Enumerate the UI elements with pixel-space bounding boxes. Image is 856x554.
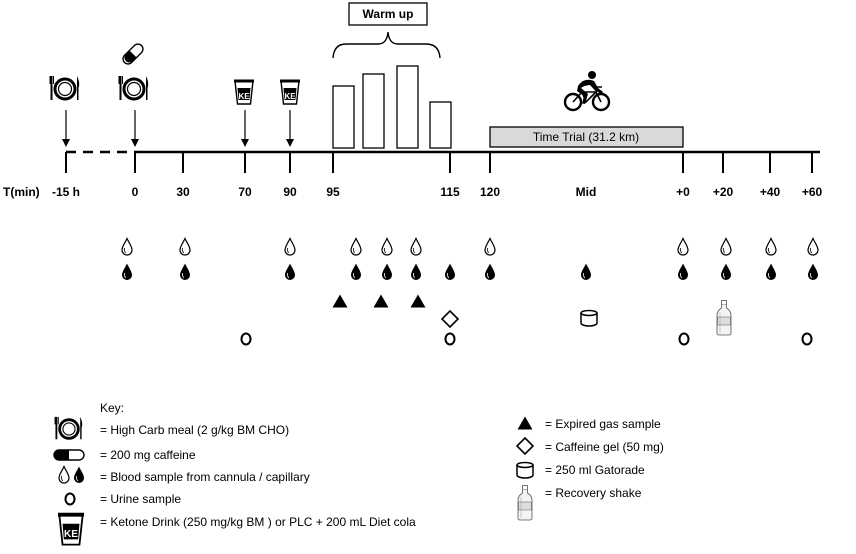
key-gel-text: = Caffeine gel (50 mg) [545,440,664,454]
circle-icon [678,332,690,346]
filled-drop-icon [284,263,296,281]
key-ketone-text: = Ketone Drink (250 mg/kg BM ) or PLC + … [100,515,416,529]
time-trial-label: Time Trial (31.2 km) [533,130,639,144]
cup-text: KE [64,529,78,540]
outline-drop-icon [284,237,296,256]
filled-drop-icon [720,263,732,281]
tick-label-plus-40: +40 [760,185,781,199]
filled-drop-icon [350,263,362,281]
outline-drop-icon [484,237,496,256]
time-trial-block: Time Trial (31.2 km) [489,69,684,148]
filled-drop-icon [73,466,85,484]
cup-text: KE [238,92,250,101]
triangle-icon [517,416,533,430]
warmup-block: Warm up [332,2,452,149]
filled-drop-icon [484,263,496,281]
key-caffeine-text: = 200 mg caffeine [100,448,196,462]
time-trial-bar [489,126,684,148]
tick-label-0: 0 [132,185,139,199]
warmup-brace [332,31,441,59]
diamond-icon [516,437,534,455]
warmup-bar [362,73,385,149]
tick-label-plus-0: +0 [676,185,690,199]
tick-label-mid: Mid [576,185,597,199]
filled-drop-icon [444,263,456,281]
key-urine-text: = Urine sample [100,492,181,506]
key-legend: Key: = High Carb meal (2 g/kg BM CHO) = … [53,401,664,546]
warmup-bar [396,65,419,149]
expired-gas-samples [332,294,426,308]
warmup-label: Warm up [363,7,414,21]
filled-drop-icon [677,263,689,281]
plate-icon [117,74,150,102]
plate-icon [53,415,84,441]
bottle-icon [517,485,533,521]
outline-drop-icon [677,237,689,256]
cyclist-icon [563,69,611,112]
filled-drop-icon [807,263,819,281]
filled-drop-icon [179,263,191,281]
ke-cup-icon: KE [233,78,255,105]
cup-text: KE [284,92,296,101]
top-events: KE KE [48,41,301,147]
circle-icon [801,332,813,346]
circle-icon [64,492,76,506]
axis-label: T(min) [3,185,40,199]
bottle-icon [716,300,732,336]
outline-drop-icon [765,237,777,256]
filled-drop-icon [121,263,133,281]
filled-drop-icon [580,263,592,281]
tick-label-95: 95 [326,185,340,199]
outline-drop-icon [350,237,362,256]
filled-drop-icon [765,263,777,281]
outline-drop-icon [807,237,819,256]
tick-label-70: 70 [238,185,252,199]
outline-drop-icon [179,237,191,256]
filled-drop-icon [381,263,393,281]
cylinder-icon [580,309,598,327]
tick-label-minus-15h: -15 h [52,185,80,199]
tick-label-30: 30 [176,185,190,199]
plate-icon [48,74,81,102]
capsule-icon [120,41,146,67]
outline-drop-icon [121,237,133,256]
key-meal-text: = High Carb meal (2 g/kg BM CHO) [100,423,289,437]
outline-drop-icon [58,465,70,484]
circle-icon [444,332,456,346]
circle-icon [240,332,252,346]
key-shake-text: = Recovery shake [545,486,642,500]
ke-cup-icon: KE [279,78,301,105]
capillary-blood-samples [121,263,819,281]
outline-drop-icon [720,237,732,256]
capsule-icon [53,449,85,461]
triangle-icon [373,294,389,308]
triangle-icon [410,294,426,308]
timeline: T(min) -15 h 0 30 70 90 95 115 120 Mid +… [3,150,823,199]
warmup-bars [332,65,452,149]
key-gas-text: = Expired gas sample [545,417,661,431]
tick-label-115: 115 [440,185,460,199]
diamond-icon [441,310,459,328]
tick-label-plus-60: +60 [802,185,823,199]
ke-cup-icon: KE [57,511,85,546]
cylinder-icon [516,461,534,479]
tick-label-90: 90 [283,185,297,199]
outline-drop-icon [410,237,422,256]
outline-drop-icon [381,237,393,256]
key-gatorade-text: = 250 ml Gatorade [545,463,645,477]
triangle-icon [332,294,348,308]
cannula-blood-samples [121,237,819,256]
warmup-label-box [348,2,428,26]
warmup-bar [429,101,452,149]
tick-label-plus-20: +20 [713,185,734,199]
tick-label-120: 120 [480,185,500,199]
warmup-bar [332,85,355,149]
filled-drop-icon [410,263,422,281]
key-title: Key: [100,401,124,415]
key-blood-text: = Blood sample from cannula / capillary [100,470,310,484]
timeline-tick-marks [65,152,813,173]
